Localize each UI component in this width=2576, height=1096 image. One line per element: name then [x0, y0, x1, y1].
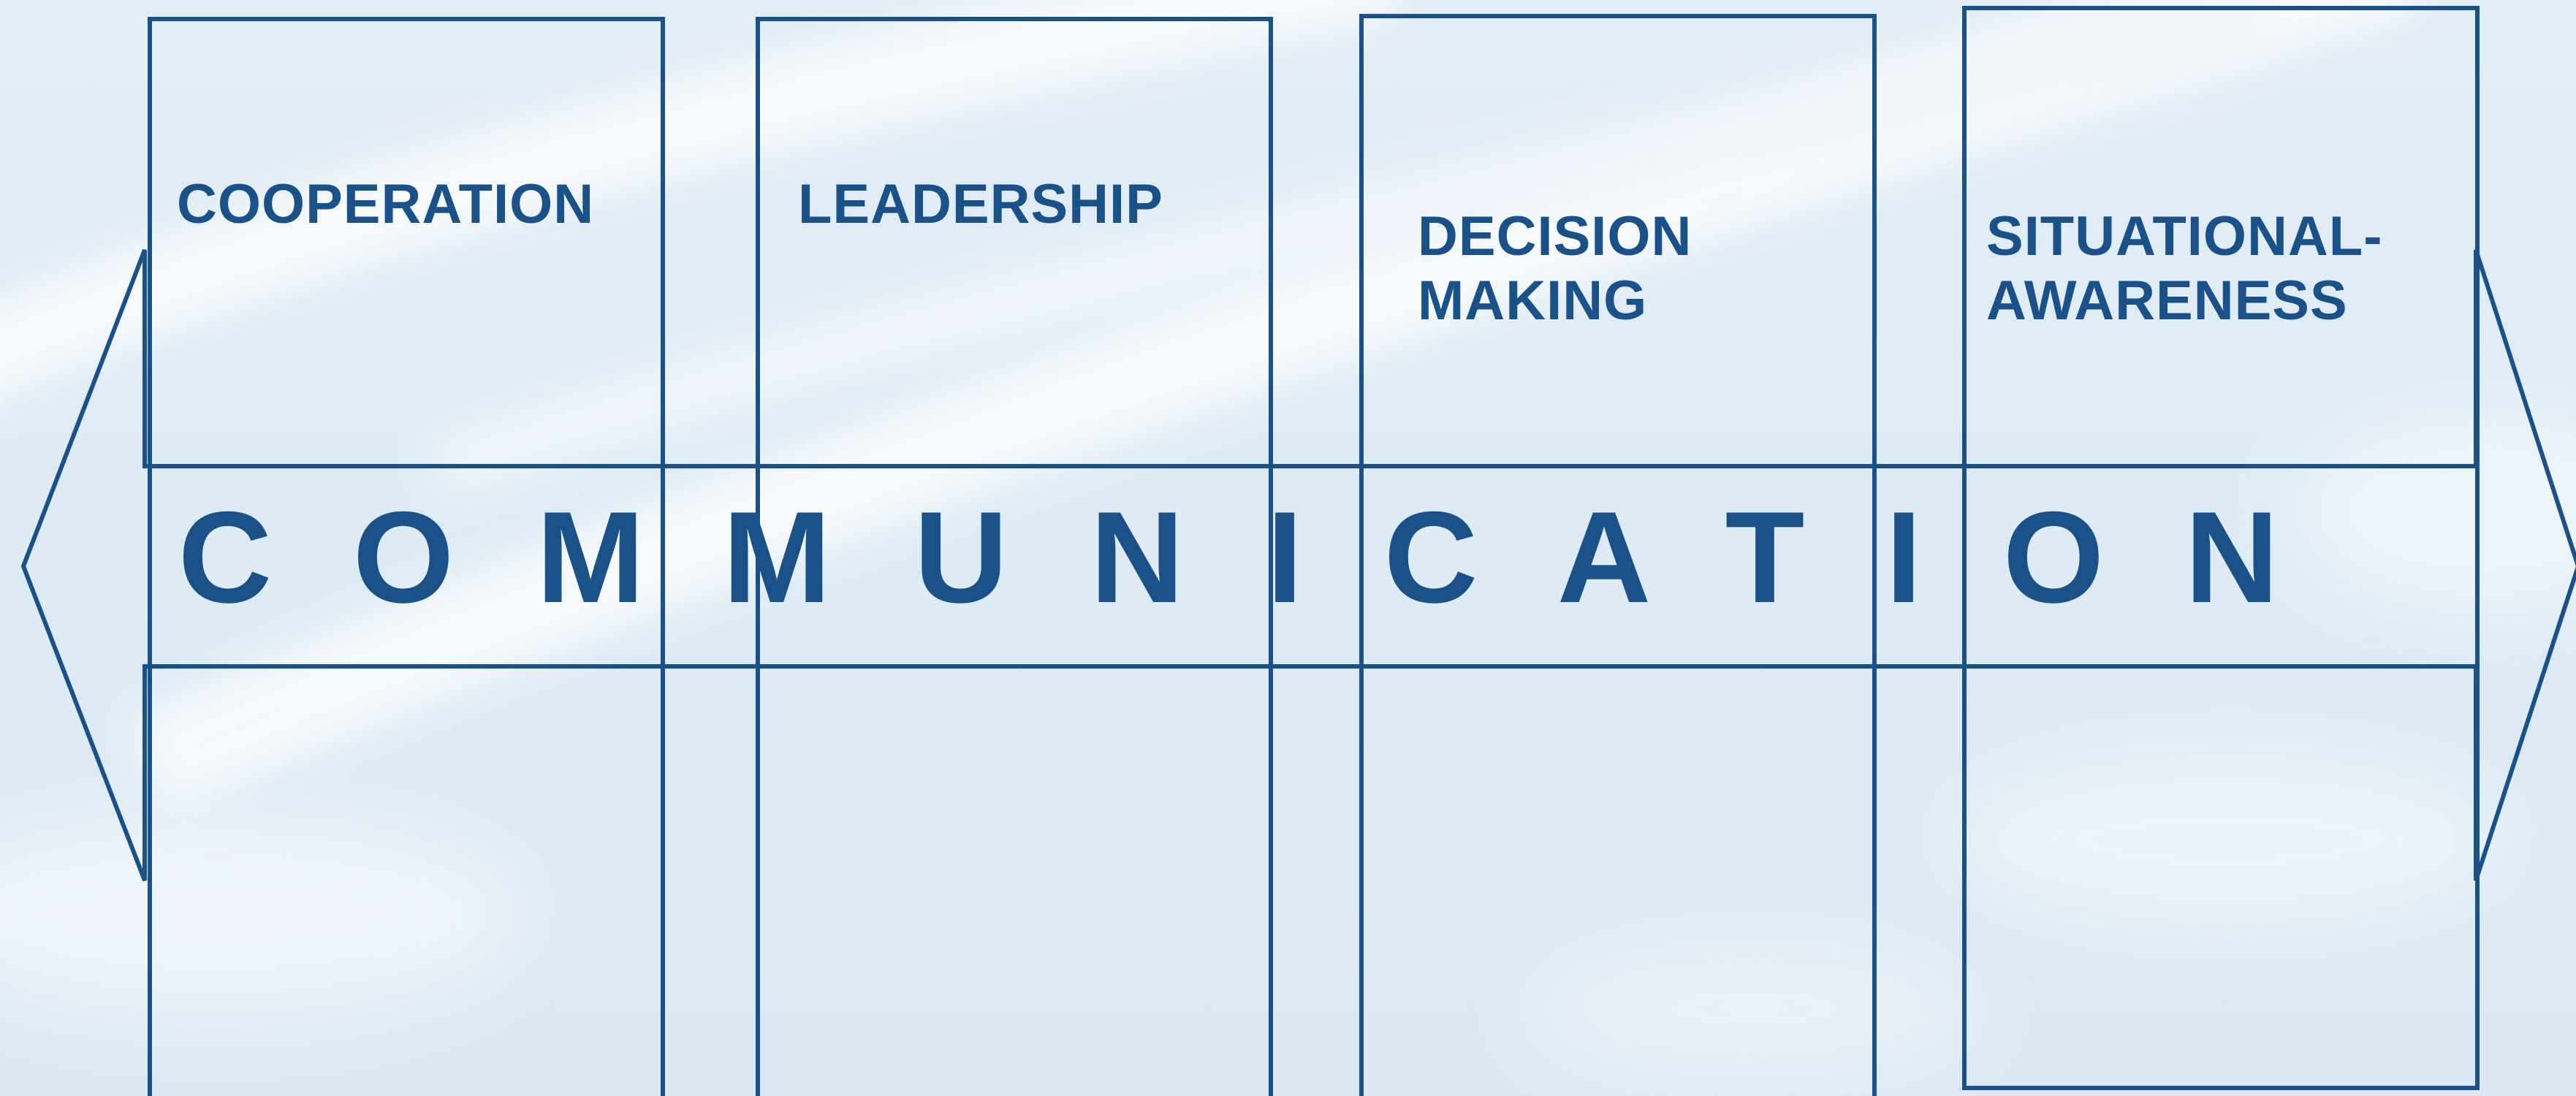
- pillar-box-cooperation: [148, 17, 665, 1096]
- communication-banner-arrow: [20, 248, 2576, 882]
- communication-letter: I: [1266, 484, 1303, 630]
- communication-letter: C: [178, 484, 273, 630]
- pillar-title-cooperation: COOPERATION: [177, 173, 595, 235]
- communication-letter: O: [2002, 484, 2105, 630]
- communication-letter: M: [722, 484, 832, 630]
- communication-letter: U: [913, 484, 1008, 630]
- communication-letter: I: [1885, 484, 1922, 630]
- communication-letter: C: [1383, 484, 1478, 630]
- communication-letter: N: [2184, 484, 2279, 630]
- communication-letter: A: [1557, 484, 1652, 630]
- communication-letter: N: [1090, 484, 1185, 630]
- pillar-title-situational-awareness: SITUATIONAL- AWARENESS: [1986, 205, 2383, 332]
- contrail-clouds: [0, 0, 2576, 1074]
- communication-letter: M: [536, 484, 645, 630]
- pillar-box-leadership: [756, 17, 1273, 1096]
- communication-letter: O: [352, 484, 455, 630]
- pillar-title-decision-making: DECISION MAKING: [1418, 205, 1692, 332]
- pillar-box-situational-awareness: [1962, 6, 2480, 1090]
- pillar-box-decision-making: [1359, 14, 1877, 1096]
- communication-letter: T: [1725, 484, 1805, 630]
- pillar-title-leadership: LEADERSHIP: [798, 173, 1163, 235]
